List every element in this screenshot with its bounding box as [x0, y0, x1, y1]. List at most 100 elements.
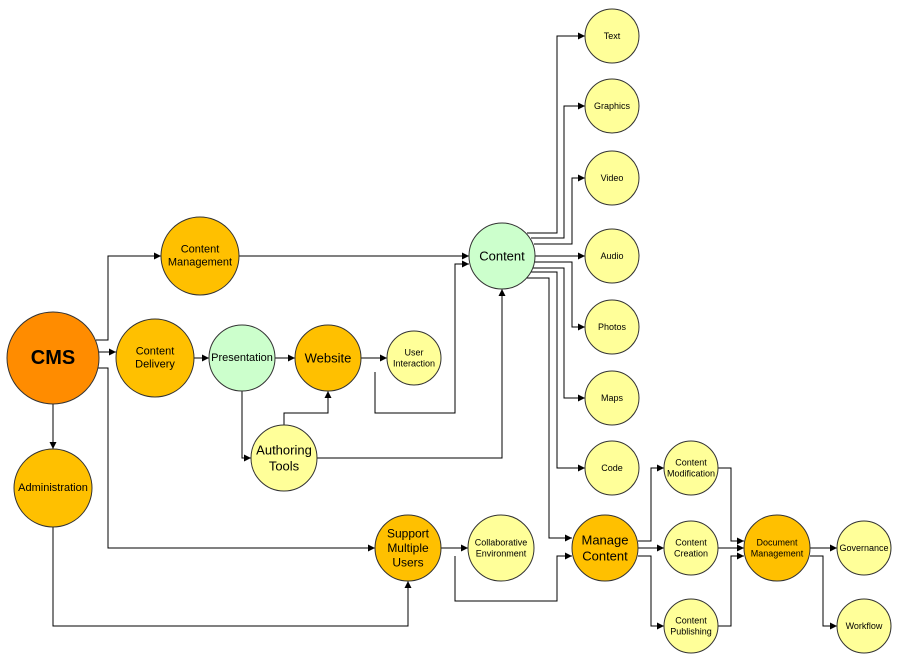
node-administration: Administration [13, 448, 93, 528]
arrow-cms-to-content-management [96, 252, 161, 341]
arrow-document-management-to-workflow [810, 555, 837, 630]
node-user-interaction-label: Interaction [393, 358, 435, 368]
node-layer: CMSContentManagementContentDeliveryAdmin… [6, 8, 892, 654]
node-cms-label: CMS [31, 347, 75, 369]
node-content-publishing-circle [663, 598, 719, 654]
node-video-circle [584, 150, 640, 206]
arrow-content-to-manage-content [521, 277, 572, 542]
node-content-publishing-label: Content [675, 616, 707, 626]
arrow-authoring-tools-to-website [283, 391, 332, 425]
arrow-administration-to-support-multiple-users [52, 527, 412, 627]
node-video: Video [584, 150, 640, 206]
node-content-creation-label: Content [675, 538, 707, 548]
arrow-cms-to-support-multiple-users [96, 367, 375, 552]
node-code: Code [584, 440, 640, 496]
node-content-delivery-label: Delivery [135, 359, 175, 371]
node-document-management-label: Document [756, 538, 798, 548]
node-website-label: Website [305, 351, 352, 366]
node-collaborative-environment-circle [467, 514, 535, 582]
node-presentation-label: Presentation [211, 352, 273, 364]
node-content-circle [468, 222, 536, 290]
node-authoring-tools-label: Tools [269, 458, 300, 473]
node-collaborative-environment-label: Collaborative [475, 538, 528, 548]
node-workflow: Workflow [836, 598, 892, 654]
node-graphics-label: Graphics [594, 101, 631, 111]
node-user-interaction-circle [386, 330, 442, 386]
node-administration-circle [13, 448, 93, 528]
node-content-management-label: Management [168, 257, 232, 269]
arrow-manage-content-to-content-modification [638, 464, 664, 542]
node-collaborative-environment-label: Environment [476, 548, 527, 558]
node-manage-content-circle [571, 514, 639, 582]
node-photos-circle [584, 299, 640, 355]
node-code-circle [584, 440, 640, 496]
node-content-delivery-label: Content [136, 345, 175, 357]
node-content-delivery-circle [115, 318, 195, 398]
node-workflow-label: Workflow [846, 621, 883, 631]
node-maps: Maps [584, 370, 640, 426]
node-photos: Photos [584, 299, 640, 355]
arrow-content-to-video [534, 174, 585, 245]
node-content-creation-circle [663, 520, 719, 576]
node-content-management-label: Content [181, 243, 220, 255]
node-manage-content-label: Manage [582, 533, 629, 548]
node-support-multiple-users-label: Users [392, 555, 423, 569]
node-content-modification-circle [663, 440, 719, 496]
node-document-management-circle [743, 514, 811, 582]
arrow-content-to-code [527, 271, 585, 472]
node-maps-label: Maps [601, 393, 624, 403]
node-maps-circle [584, 370, 640, 426]
node-website-circle [294, 324, 362, 392]
node-authoring-tools-label: Authoring [256, 443, 312, 458]
node-workflow-circle [836, 598, 892, 654]
arrow-content-to-maps [531, 267, 585, 402]
node-content-label: Content [479, 249, 525, 264]
node-video-label: Video [601, 173, 624, 183]
node-text: Text [584, 8, 640, 64]
node-content-modification-label: Content [675, 458, 707, 468]
node-audio-label: Audio [600, 251, 623, 261]
node-governance-label: Governance [839, 543, 888, 553]
node-code-label: Code [601, 463, 623, 473]
node-content-publishing-label: Publishing [670, 626, 712, 636]
node-authoring-tools-circle [250, 424, 318, 492]
node-content-modification-label: Modification [667, 468, 715, 478]
node-text-circle [584, 8, 640, 64]
node-graphics-circle [584, 78, 640, 134]
node-document-management-label: Management [751, 548, 804, 558]
node-presentation-circle [208, 324, 276, 392]
arrow-support-multiple-users-to-manage-content [454, 552, 572, 602]
node-cms: CMS [6, 311, 100, 405]
node-audio-circle [584, 228, 640, 284]
arrow-presentation-to-authoring-tools [241, 391, 251, 462]
arrow-content-publishing-to-document-management [718, 552, 744, 627]
arrow-website-to-content [374, 260, 469, 414]
node-support-multiple-users-label: Support [387, 527, 430, 541]
node-manage-content-label: Content [582, 548, 628, 563]
arrow-content-to-text [527, 32, 585, 234]
node-content-management-circle [160, 216, 240, 296]
node-cms-circle [6, 311, 100, 405]
node-user-interaction-label: User [404, 348, 423, 358]
node-governance-circle [836, 520, 892, 576]
node-content-creation-label: Creation [674, 548, 708, 558]
node-text-label: Text [604, 31, 621, 41]
node-administration-label: Administration [18, 482, 88, 494]
node-content: Content [468, 222, 536, 290]
arrow-content-to-graphics [531, 102, 585, 239]
arrow-manage-content-to-content-publishing [638, 555, 664, 630]
arrow-content-modification-to-document-management [718, 467, 744, 545]
node-presentation: Presentation [208, 324, 276, 392]
node-governance: Governance [836, 520, 892, 576]
arrow-authoring-tools-to-content [317, 289, 506, 459]
node-support-multiple-users-circle [374, 514, 442, 582]
